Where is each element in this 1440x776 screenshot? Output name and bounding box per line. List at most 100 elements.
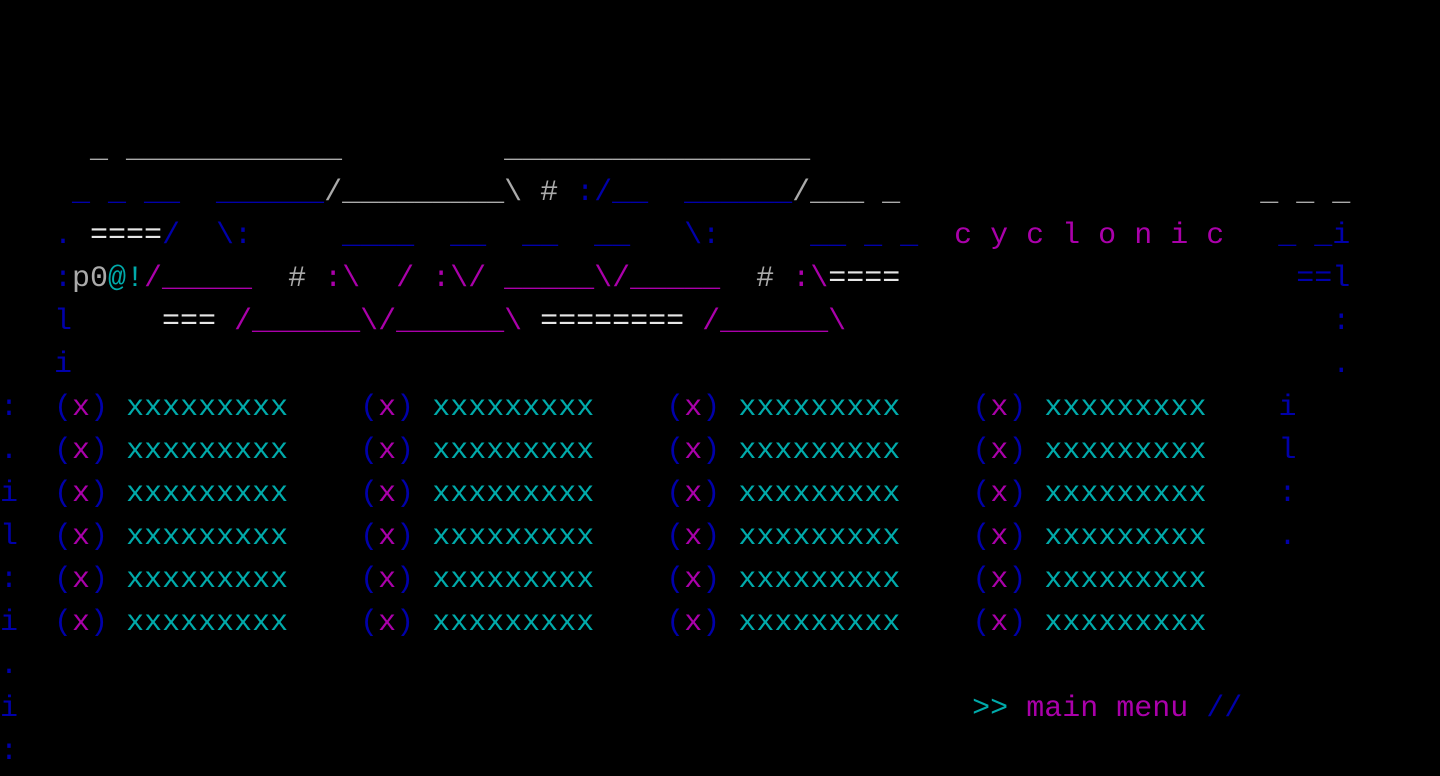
arrow-icon: >> bbox=[972, 691, 1009, 726]
menu-item[interactable]: (x) xxxxxxxxx bbox=[972, 477, 1206, 511]
menu-item[interactable]: (x) xxxxxxxxx bbox=[666, 520, 900, 554]
ascii-art-segment: ======== bbox=[522, 304, 685, 339]
board-title: c y c l o n i c bbox=[918, 218, 1225, 253]
menu-item[interactable]: (x) xxxxxxxxx bbox=[666, 391, 900, 425]
spacer bbox=[18, 520, 54, 554]
menu-item[interactable]: (x) xxxxxxxxx bbox=[360, 520, 594, 554]
border-row: . bbox=[0, 645, 18, 688]
menu-item-hotkey: x bbox=[72, 562, 91, 597]
menu-item[interactable]: (x) xxxxxxxxx bbox=[666, 434, 900, 468]
menu-item-label: xxxxxxxxx bbox=[1044, 390, 1207, 425]
menu-item-hotkey: x bbox=[990, 562, 1009, 597]
menu-item[interactable]: (x) xxxxxxxxx bbox=[972, 434, 1206, 468]
menu-item[interactable]: (x) xxxxxxxxx bbox=[360, 606, 594, 640]
spacer bbox=[720, 477, 738, 511]
menu-item[interactable]: (x) xxxxxxxxx bbox=[360, 434, 594, 468]
menu-item-hotkey: x bbox=[378, 476, 397, 511]
menu-item[interactable]: (x) xxxxxxxxx bbox=[666, 606, 900, 640]
main-menu-link[interactable]: >> main menu // bbox=[972, 692, 1242, 726]
spacer bbox=[414, 563, 432, 597]
left-border-char: : bbox=[0, 390, 19, 425]
menu-item[interactable]: (x) xxxxxxxxx bbox=[666, 477, 900, 511]
menu-item-hotkey: x bbox=[990, 605, 1009, 640]
left-border-char: : bbox=[0, 734, 19, 769]
right-border-char: l bbox=[1278, 433, 1297, 468]
menu-item-bracket-open: ( bbox=[666, 390, 685, 425]
header-art-row: l === /______\/______\ ======== /______\… bbox=[0, 301, 1350, 344]
spacer bbox=[288, 391, 360, 425]
left-border-char: : bbox=[0, 562, 19, 597]
ascii-art-segment: @! bbox=[108, 261, 145, 296]
menu-item-label: xxxxxxxxx bbox=[126, 433, 289, 468]
menu-item-bracket-open: ( bbox=[360, 433, 379, 468]
menu-item-bracket-open: ( bbox=[360, 476, 379, 511]
menu-row: . (x) xxxxxxxxx (x) xxxxxxxxx (x) xxxxxx… bbox=[0, 430, 1296, 473]
ascii-art-segment: # bbox=[252, 261, 307, 296]
menu-item-hotkey: x bbox=[684, 433, 703, 468]
menu-item[interactable]: (x) xxxxxxxxx bbox=[54, 606, 288, 640]
menu-item-bracket-close: ) bbox=[396, 519, 415, 554]
spacer bbox=[288, 477, 360, 511]
ascii-art-segment: === bbox=[72, 304, 217, 339]
menu-item[interactable]: (x) xxxxxxxxx bbox=[360, 563, 594, 597]
spacer bbox=[108, 563, 126, 597]
menu-item-label: xxxxxxxxx bbox=[432, 605, 595, 640]
menu-item-bracket-close: ) bbox=[702, 605, 721, 640]
spacer bbox=[18, 391, 54, 425]
menu-item-label: xxxxxxxxx bbox=[126, 519, 289, 554]
menu-item[interactable]: (x) xxxxxxxxx bbox=[54, 520, 288, 554]
menu-item-hotkey: x bbox=[378, 519, 397, 554]
spacer bbox=[108, 477, 126, 511]
menu-item[interactable]: (x) xxxxxxxxx bbox=[54, 391, 288, 425]
spacer bbox=[720, 520, 738, 554]
spacer bbox=[1026, 477, 1044, 511]
menu-item[interactable]: (x) xxxxxxxxx bbox=[972, 606, 1206, 640]
menu-item-label: xxxxxxxxx bbox=[432, 476, 595, 511]
ascii-art-segment: ==== bbox=[828, 261, 901, 296]
menu-item-bracket-open: ( bbox=[972, 476, 991, 511]
menu-item-bracket-open: ( bbox=[54, 562, 73, 597]
header-art-row-title: . ====/ \: ____ __ __ __ \: __ _ _ c y c… bbox=[0, 215, 1350, 258]
spacer bbox=[1206, 520, 1278, 554]
menu-item[interactable]: (x) xxxxxxxxx bbox=[54, 477, 288, 511]
menu-item-bracket-close: ) bbox=[702, 433, 721, 468]
menu-item-bracket-open: ( bbox=[54, 519, 73, 554]
spacer bbox=[900, 434, 972, 468]
menu-item-bracket-open: ( bbox=[360, 519, 379, 554]
right-border-char: i bbox=[1278, 390, 1297, 425]
menu-item-bracket-close: ) bbox=[702, 476, 721, 511]
menu-row: l (x) xxxxxxxxx (x) xxxxxxxxx (x) xxxxxx… bbox=[0, 516, 1296, 559]
menu-item[interactable]: (x) xxxxxxxxx bbox=[972, 520, 1206, 554]
menu-item-hotkey: x bbox=[72, 390, 91, 425]
menu-item[interactable]: (x) xxxxxxxxx bbox=[360, 477, 594, 511]
menu-item[interactable]: (x) xxxxxxxxx bbox=[972, 391, 1206, 425]
menu-item-label: xxxxxxxxx bbox=[432, 433, 595, 468]
menu-item-label: xxxxxxxxx bbox=[126, 562, 289, 597]
menu-item[interactable]: (x) xxxxxxxxx bbox=[54, 434, 288, 468]
menu-item-bracket-open: ( bbox=[666, 476, 685, 511]
spacer bbox=[414, 477, 432, 511]
menu-item-bracket-open: ( bbox=[54, 476, 73, 511]
menu-item[interactable]: (x) xxxxxxxxx bbox=[666, 563, 900, 597]
ascii-art-segment: :/__ ______ bbox=[558, 175, 793, 210]
ascii-art-segment: _ _ __ ______ bbox=[0, 175, 325, 210]
border-row: : bbox=[0, 731, 18, 774]
menu-item-label: xxxxxxxxx bbox=[1044, 605, 1207, 640]
menu-item-bracket-open: ( bbox=[360, 605, 379, 640]
spacer bbox=[108, 520, 126, 554]
menu-item-bracket-open: ( bbox=[666, 562, 685, 597]
ascii-art-segment: /_________\ # bbox=[324, 175, 559, 210]
menu-item[interactable]: (x) xxxxxxxxx bbox=[360, 391, 594, 425]
ascii-art-segment: ==l bbox=[900, 261, 1351, 296]
menu-item-bracket-close: ) bbox=[90, 390, 109, 425]
spacer bbox=[1026, 563, 1044, 597]
menu-item[interactable]: (x) xxxxxxxxx bbox=[972, 563, 1206, 597]
menu-item-hotkey: x bbox=[990, 390, 1009, 425]
spacer bbox=[900, 563, 972, 597]
spacer bbox=[18, 606, 54, 640]
menu-item-hotkey: x bbox=[684, 605, 703, 640]
ascii-art-segment: : bbox=[0, 261, 73, 296]
menu-item-label: xxxxxxxxx bbox=[1044, 476, 1207, 511]
menu-item-bracket-close: ) bbox=[1008, 519, 1027, 554]
menu-item[interactable]: (x) xxxxxxxxx bbox=[54, 563, 288, 597]
